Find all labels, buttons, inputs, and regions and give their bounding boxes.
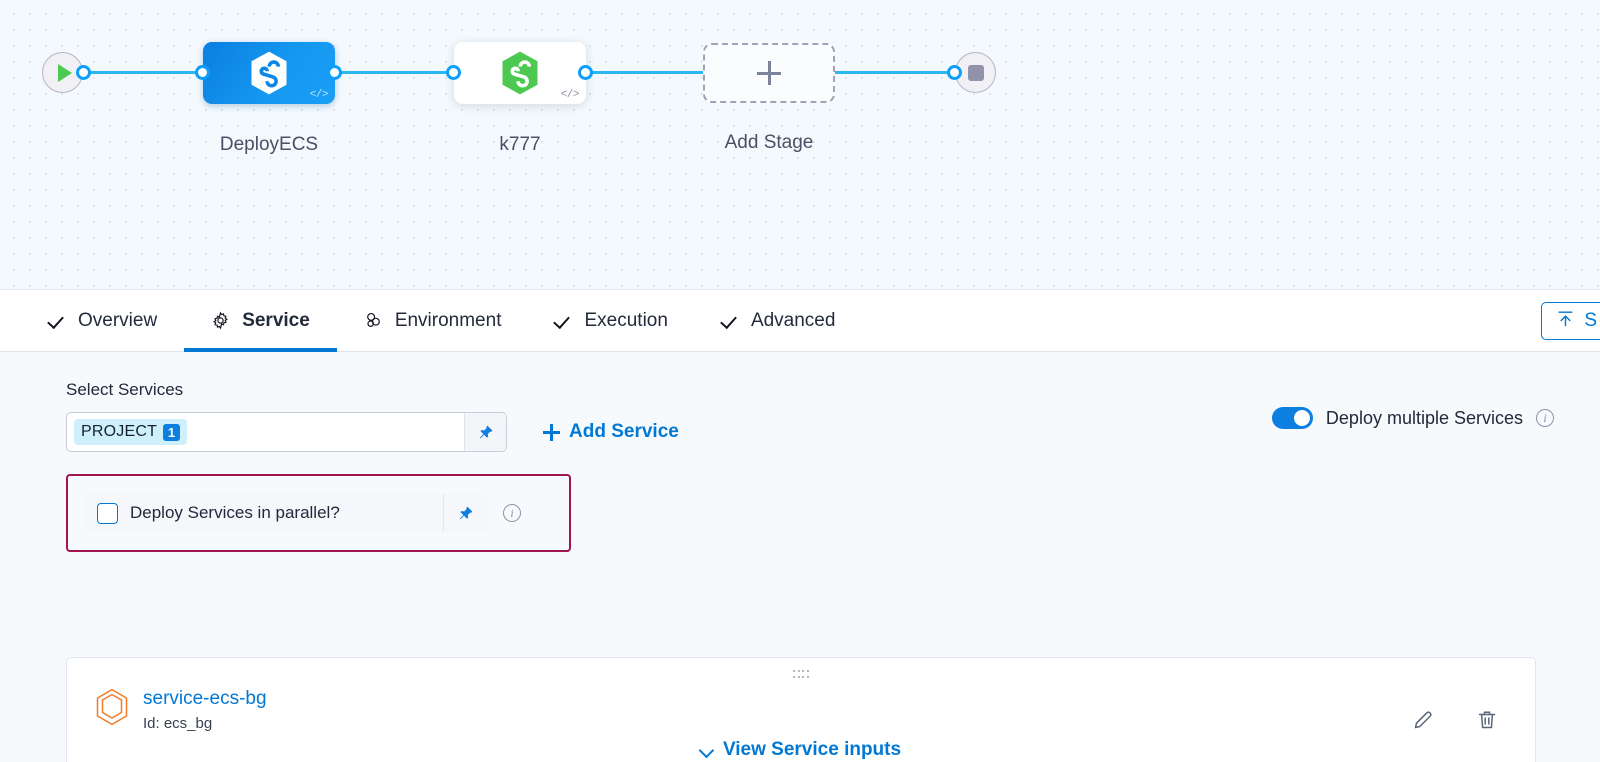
- check-icon: [722, 312, 739, 329]
- gear-icon: [211, 311, 230, 330]
- harness-hexagon-icon: [248, 50, 290, 96]
- deploy-parallel-checkbox[interactable]: [97, 502, 118, 524]
- add-stage-button[interactable]: [703, 43, 835, 103]
- tab-advanced[interactable]: Advanced: [695, 290, 863, 351]
- services-input[interactable]: PROJECT 1: [67, 413, 464, 451]
- service-identity: service-ecs-bg Id: ecs_bg: [95, 688, 267, 732]
- service-id-text: Id: ecs_bg: [143, 714, 213, 732]
- tab-overview[interactable]: Overview: [22, 290, 184, 351]
- drag-handle-icon[interactable]: [793, 670, 809, 679]
- stage-tab-bar: Overview Service Environment Execution A…: [0, 290, 1600, 352]
- deploy-parallel-field[interactable]: Deploy Services in parallel?: [84, 494, 487, 532]
- port-k777-in[interactable]: [446, 65, 461, 80]
- check-icon: [49, 312, 66, 329]
- save-as-template-icon: [1556, 309, 1575, 334]
- toggle-knob: [1293, 410, 1310, 426]
- plus-icon: [543, 423, 560, 441]
- stage-label-k777: k777: [499, 134, 541, 155]
- edge-addstage-to-end: [828, 71, 962, 74]
- pipeline-canvas[interactable]: </> DeployECS </> k777 Add Stage: [0, 0, 1600, 290]
- deploy-parallel-pin-button[interactable]: [443, 494, 487, 532]
- stage-node-k777[interactable]: </>: [454, 42, 586, 104]
- edge-deployecs-to-k777: [330, 71, 458, 74]
- tab-environment[interactable]: Environment: [337, 290, 529, 351]
- stage-label-deployecs: DeployECS: [219, 134, 319, 155]
- tab-execution[interactable]: Execution: [528, 290, 694, 351]
- service-hexagon-icon: [95, 688, 129, 726]
- harness-hexagon-green-icon: [499, 50, 541, 96]
- chip-count-badge: 1: [163, 423, 181, 441]
- pin-icon: [459, 506, 473, 519]
- plus-icon: [757, 61, 781, 85]
- tab-service[interactable]: Service: [184, 290, 337, 352]
- deploy-parallel-highlight-box: Deploy Services in parallel? i: [66, 474, 571, 552]
- service-text-block: service-ecs-bg Id: ecs_bg: [143, 688, 267, 732]
- service-tab-panel: Select Services PROJECT 1 Add Service: [0, 352, 1600, 762]
- port-start-out[interactable]: [76, 65, 91, 80]
- deploy-multiple-services-toggle[interactable]: [1271, 407, 1313, 429]
- services-multiselect[interactable]: PROJECT 1: [66, 412, 507, 452]
- deploy-multiple-services-label: Deploy multiple Services: [1325, 407, 1523, 428]
- port-k777-out[interactable]: [578, 65, 593, 80]
- edge-k777-to-addstage: [580, 71, 710, 74]
- chevron-down-icon: [701, 744, 714, 757]
- services-pin-button[interactable]: [464, 413, 506, 451]
- pencil-icon[interactable]: [1411, 708, 1435, 737]
- save-as-template-button[interactable]: S: [1541, 302, 1600, 340]
- check-icon: [555, 312, 572, 329]
- stop-icon: [967, 64, 984, 81]
- pin-icon: [479, 425, 493, 438]
- service-card-actions: [1411, 708, 1499, 737]
- add-service-button[interactable]: Add Service: [543, 412, 679, 452]
- stage-node-deployecs[interactable]: </>: [203, 42, 335, 104]
- add-stage-label: Add Stage: [724, 132, 814, 153]
- infrastructure-icon: [364, 311, 383, 330]
- play-icon: [57, 63, 72, 82]
- service-name-link[interactable]: service-ecs-bg: [143, 688, 267, 709]
- info-icon[interactable]: i: [503, 504, 521, 522]
- code-icon[interactable]: </>: [560, 89, 580, 101]
- select-services-row: PROJECT 1 Add Service: [66, 412, 1600, 452]
- deploy-parallel-label: Deploy Services in parallel?: [130, 503, 340, 522]
- chip-label: PROJECT: [81, 423, 158, 440]
- port-end-in[interactable]: [947, 65, 962, 80]
- info-icon[interactable]: i: [1536, 409, 1554, 427]
- port-deployecs-out[interactable]: [327, 65, 342, 80]
- select-services-label: Select Services: [66, 380, 184, 399]
- service-card: service-ecs-bg Id: ecs_bg View Service i…: [66, 657, 1536, 762]
- view-service-inputs-button[interactable]: View Service inputs: [701, 739, 901, 761]
- service-scope-chip[interactable]: PROJECT 1: [74, 419, 188, 445]
- edge-start-to-deployecs: [83, 71, 208, 74]
- code-icon[interactable]: </>: [309, 89, 329, 101]
- deploy-multiple-services-toggle-group: Deploy multiple Services i: [1271, 407, 1554, 429]
- port-deployecs-in[interactable]: [195, 65, 210, 80]
- trash-icon[interactable]: [1475, 708, 1499, 737]
